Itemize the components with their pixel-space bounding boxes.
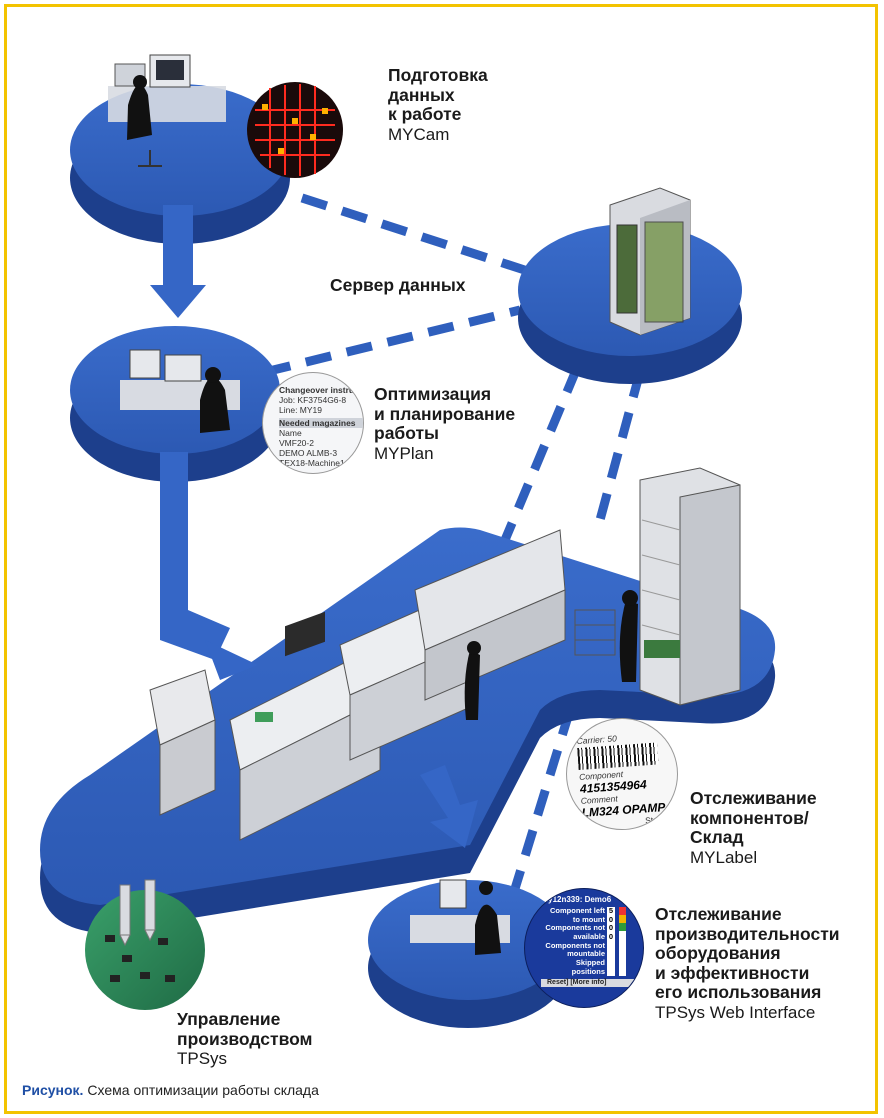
label-planning: Оптимизация и планирование работы MYPlan: [374, 384, 516, 463]
pcb-assembly-image: [85, 879, 205, 1010]
link-line-server-left: [500, 366, 582, 542]
changeover-row: TEX18-Machine1: [279, 458, 345, 468]
pcb-image: [247, 82, 343, 178]
web-row-label: Component left to mount: [550, 906, 605, 924]
caption-prefix: Рисунок.: [22, 1082, 84, 1098]
platform-web: [368, 879, 568, 1028]
label-planning-product: MYPlan: [374, 443, 434, 463]
changeover-col-name: Name: [279, 428, 302, 438]
changeover-header: Changeover instruct: [279, 385, 362, 395]
flow-arrows: [150, 205, 478, 848]
link-mycam-server: [260, 180, 542, 280]
platform-planning: [70, 326, 280, 482]
web-panel-footer[interactable]: Reset] [More info]: [541, 979, 639, 988]
storage-tower: [639, 467, 741, 706]
changeover-section: Needed magazines: [279, 418, 363, 428]
label-data-prep: Подготовка данных к работе MYCam: [388, 65, 488, 144]
label-control-product: TPSys: [177, 1049, 228, 1069]
label-tracking-product: MYLabel: [690, 847, 758, 867]
label-performance-product: TPSys Web Interface: [655, 1002, 816, 1022]
web-row-label: Components not available: [545, 923, 605, 942]
signal-tower-icon: [619, 907, 626, 977]
label-data-prep-product: MYCam: [388, 124, 450, 144]
web-row-value: 5: [608, 906, 614, 916]
platform-data-prep: [70, 54, 290, 244]
barcode: [577, 742, 659, 771]
arrow-line-to-web: [420, 765, 478, 848]
link-line-server-right: [595, 370, 645, 522]
web-row-label: Skipped positions: [571, 957, 605, 976]
label-tracking: Отслеживание компонентов/ Склад MYLabel: [690, 788, 817, 867]
network-links: [260, 180, 645, 907]
web-row-value: 0: [608, 923, 614, 933]
changeover-card: Changeover instruct Job: KF3754G6-8 Line…: [262, 372, 364, 474]
platform-production-line: [40, 527, 776, 933]
figure-caption: Рисунок.Схема оптимизации работы склада: [22, 1082, 319, 1098]
web-panel-title: my12n339: Demo6: [541, 895, 612, 904]
web-status-panel: my12n339: Demo6 Component left to mount …: [524, 888, 644, 1008]
changeover-row: DEMO ALMB-3: [279, 448, 338, 458]
label-control-title: Управление производством: [177, 1009, 313, 1049]
label-performance-title: Отслеживание производительности оборудов…: [655, 904, 840, 1003]
arrow-plan-to-line: [160, 452, 258, 680]
changeover-row: VMF20-2: [279, 438, 314, 448]
label-performance: Отслеживание производительности оборудов…: [655, 904, 840, 1022]
arrow-prep-to-plan: [150, 205, 206, 318]
label-tracking-title: Отслеживание компонентов/ Склад: [690, 788, 817, 848]
changeover-line: Line: MY19: [279, 405, 322, 415]
label-planning-title: Оптимизация и планирование работы: [374, 384, 516, 444]
link-myplan-server: [263, 305, 522, 377]
web-row-label: Components not mountable: [545, 940, 605, 959]
platform-server: [518, 187, 742, 384]
changeover-job: Job: KF3754G6-8: [279, 395, 347, 405]
label-data-prep-title: Подготовка данных к работе: [388, 65, 488, 125]
label-control: Управление производством TPSys: [177, 1009, 313, 1069]
smt-machines: [149, 529, 566, 841]
label-server: Сервер данных: [330, 275, 466, 296]
component-label-card: Carrier: 50 Component 4151354964 Comment…: [566, 718, 678, 830]
caption-text: Схема оптимизации работы склада: [87, 1082, 319, 1098]
web-row-value: 0: [608, 932, 614, 942]
link-web-server: [505, 708, 575, 907]
label-server-title: Сервер данных: [330, 275, 466, 295]
web-row-value: 0: [608, 914, 614, 924]
carrier-text: Carrier: 50: [576, 733, 618, 747]
